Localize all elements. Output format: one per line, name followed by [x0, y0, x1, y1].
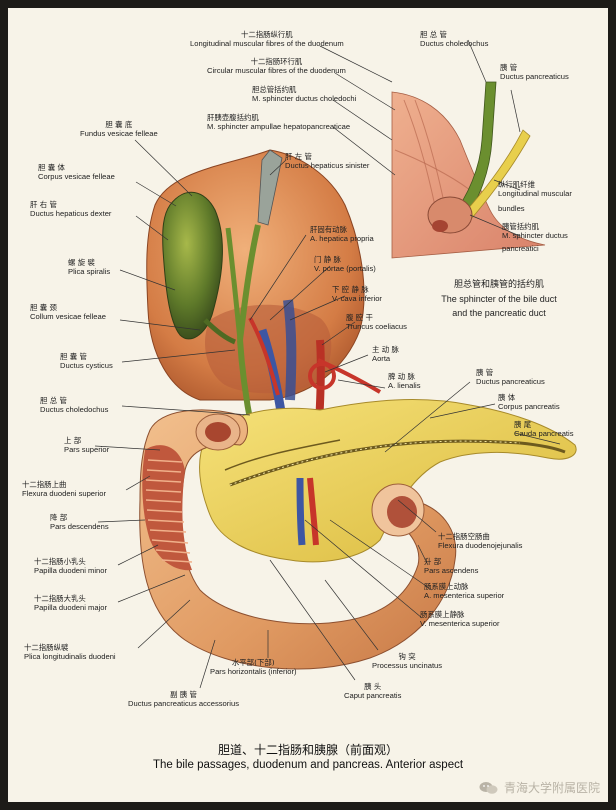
gallbladder	[162, 191, 223, 340]
sma	[307, 477, 319, 546]
ivc	[283, 299, 297, 401]
watermark: 青海大学附属医院	[479, 779, 600, 796]
watermark-text: 青海大学附属医院	[503, 781, 600, 795]
inset-title: 胆总管和胰管的括约肌 The sphincter of the bile duc…	[441, 280, 557, 318]
hepatic-artery	[248, 317, 280, 396]
caption-en: The bile passages, duodenum and pancreas…	[152, 759, 464, 771]
smv	[296, 477, 306, 546]
duodenum-interior	[142, 445, 192, 571]
wechat-icon	[479, 781, 498, 794]
figure-caption: 胆道、十二指肠和胰腺（前面观） The bile passages, duode…	[0, 742, 616, 772]
hepatic-duct-left	[257, 149, 283, 226]
label-pars-horizontalis: 水平部(下部)Pars horizontalis (inferior)	[210, 658, 297, 676]
caption-zh: 胆道、十二指肠和胰腺（前面观）	[217, 743, 398, 757]
